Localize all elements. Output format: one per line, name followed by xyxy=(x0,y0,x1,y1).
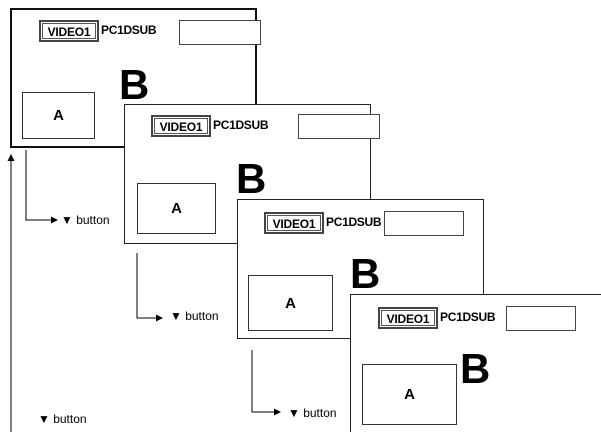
badge-label: VIDEO1 xyxy=(267,215,321,231)
active-source-badge: VIDEO1 xyxy=(39,20,99,42)
badge-label: VIDEO1 xyxy=(42,23,96,39)
source-blank-box xyxy=(506,306,576,331)
sub-picture: A xyxy=(362,364,457,425)
main-picture-label: B xyxy=(119,61,150,108)
source-label: PC1DSUB xyxy=(213,118,269,132)
active-source-badge: VIDEO1 xyxy=(151,115,211,137)
source-blank-box xyxy=(384,211,464,236)
main-picture-label: B xyxy=(350,250,381,297)
source-label: PC1DSUB xyxy=(101,23,157,37)
screen-step-4: VIDEO1 PC1DSUB A xyxy=(350,294,601,432)
step-button-label: ▼ button xyxy=(61,213,110,227)
sub-picture: A xyxy=(137,183,216,234)
main-picture-label: B xyxy=(460,345,491,392)
sub-picture: A xyxy=(248,275,333,331)
badge-label: VIDEO1 xyxy=(381,310,435,326)
source-blank-box xyxy=(179,20,261,45)
step-button-label: ▼ button xyxy=(288,406,337,420)
source-label: PC1DSUB xyxy=(326,215,382,229)
active-source-badge: VIDEO1 xyxy=(264,212,324,234)
screen-step-1: VIDEO1 PC1DSUB A xyxy=(10,8,261,148)
source-label: PC1DSUB xyxy=(440,310,496,324)
step-button-label: ▼ button xyxy=(38,412,87,426)
main-picture-label: B xyxy=(236,155,267,202)
step-button-label: ▼ button xyxy=(170,309,219,323)
source-blank-box xyxy=(298,114,380,139)
active-source-badge: VIDEO1 xyxy=(378,307,438,329)
badge-label: VIDEO1 xyxy=(154,118,208,134)
sub-picture: A xyxy=(22,92,95,139)
